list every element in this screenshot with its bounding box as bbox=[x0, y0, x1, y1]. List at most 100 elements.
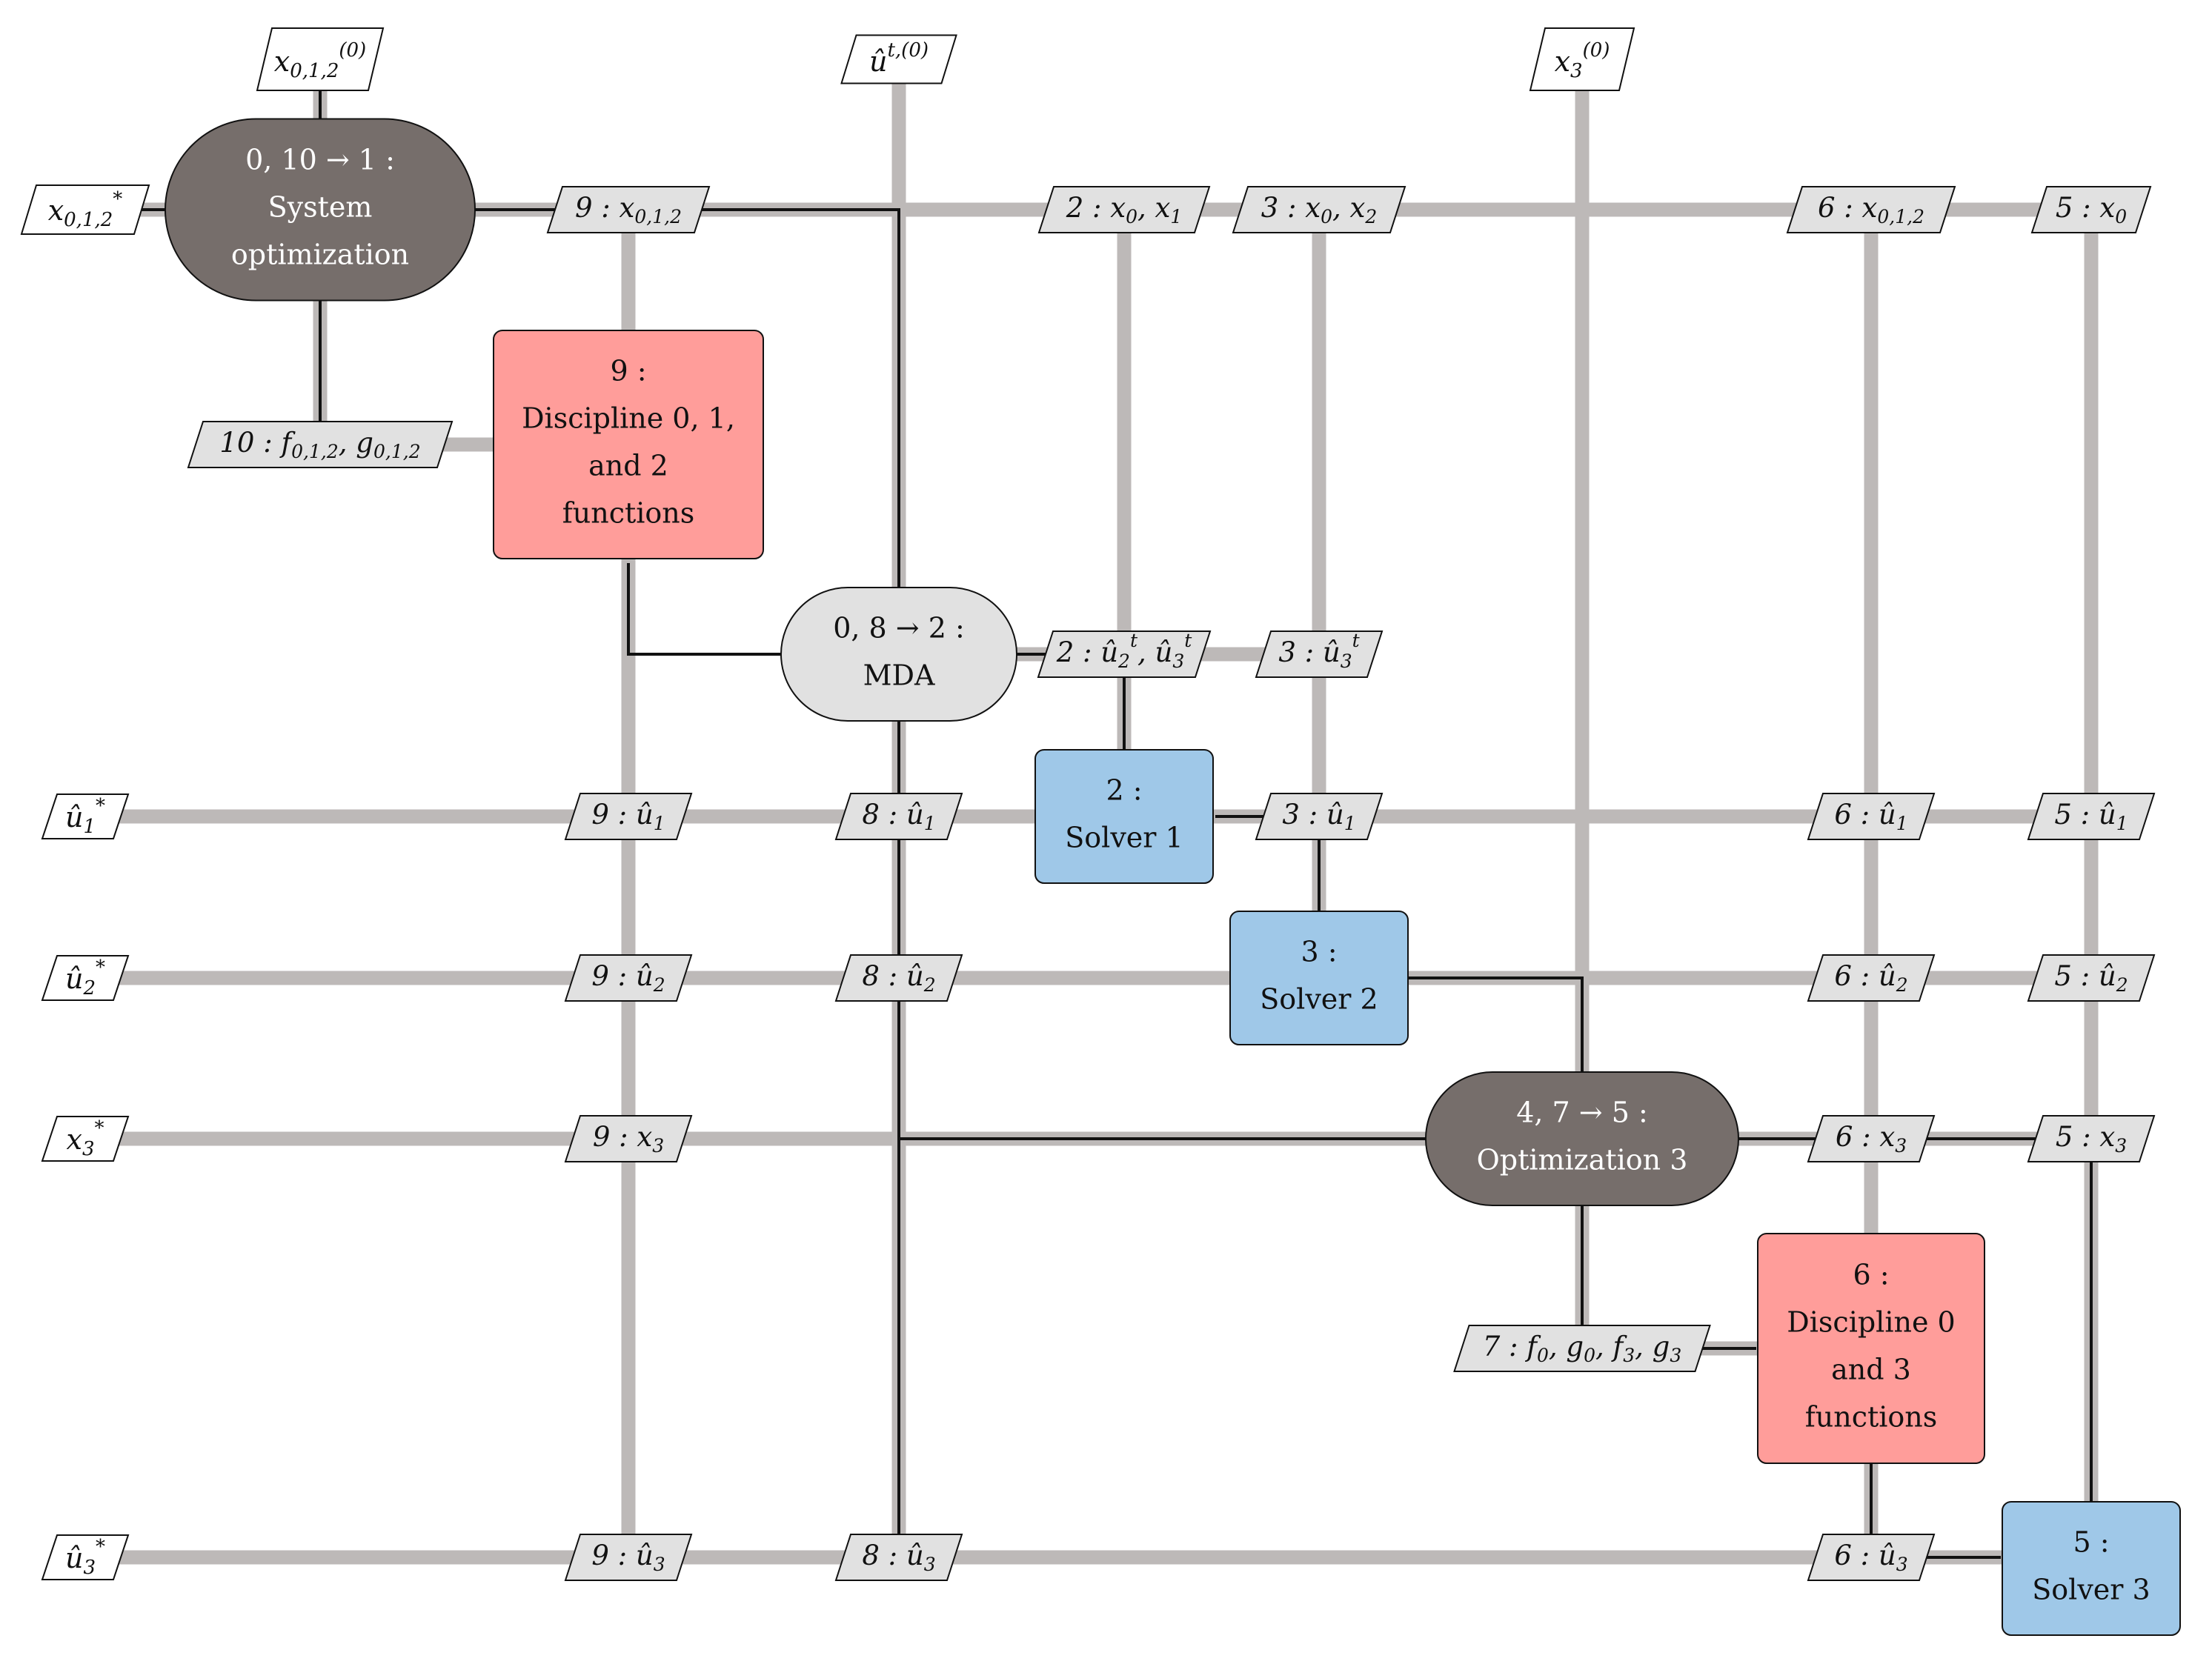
data-label: 6 : û2 bbox=[1834, 960, 1907, 996]
data-block-d_7_fg: 7 : f0, g0, f3, g3 bbox=[1453, 1325, 1711, 1372]
component-label: 0, 8 → 2 : bbox=[833, 612, 965, 645]
data-label: 5 : û1 bbox=[2054, 799, 2128, 834]
component-label: functions bbox=[1805, 1401, 1938, 1434]
data-block-d_5_u2: 5 : û2 bbox=[2027, 954, 2156, 1002]
block-shape bbox=[546, 186, 711, 233]
data-label: 3 : û3t bbox=[1278, 630, 1360, 672]
block-shape bbox=[1255, 630, 1384, 678]
block-shape bbox=[41, 955, 130, 1001]
data-label: 7 : f0, g0, f3, g3 bbox=[1483, 1331, 1682, 1366]
component-box bbox=[1757, 1233, 1985, 1464]
output-label: û3* bbox=[65, 1536, 105, 1579]
component-mda[interactable]: 0, 8 → 2 : MDA bbox=[780, 587, 1017, 722]
output-label: x3* bbox=[67, 1117, 104, 1160]
component-box bbox=[2002, 1501, 2181, 1636]
data-block-d_9_x3: 9 : x3 bbox=[564, 1115, 693, 1162]
output-label: x0,1,2* bbox=[48, 188, 123, 231]
input-label: ût,(0) bbox=[869, 39, 929, 78]
input-label: x3(0) bbox=[1555, 39, 1610, 82]
data-label: 6 : x0,1,2 bbox=[1818, 192, 1924, 227]
data-block-d_5_x0: 5 : x0 bbox=[2030, 186, 2152, 233]
component-label: Solver 2 bbox=[1260, 983, 1378, 1016]
component-box bbox=[165, 118, 476, 302]
component-label: 4, 7 → 5 : bbox=[1516, 1097, 1648, 1129]
data-label: 5 : û2 bbox=[2054, 960, 2128, 996]
data-block-d_9_u3: 9 : û3 bbox=[564, 1534, 693, 1581]
data-label: 9 : x0,1,2 bbox=[575, 192, 682, 227]
block-shape bbox=[834, 1534, 963, 1581]
data-label: 5 : x3 bbox=[2056, 1121, 2127, 1157]
data-block-d_5_u1: 5 : û1 bbox=[2027, 793, 2156, 840]
data-label: 9 : û3 bbox=[591, 1540, 665, 1575]
block-shape bbox=[1529, 27, 1635, 91]
block-shape bbox=[1807, 793, 1936, 840]
output-out_x3: x3* bbox=[41, 1116, 130, 1162]
block-shape bbox=[1255, 793, 1384, 840]
component-label: functions bbox=[562, 497, 695, 530]
data-label: 10 : f0,1,2, g0,1,2 bbox=[219, 427, 420, 462]
block-shape bbox=[564, 1534, 693, 1581]
component-box bbox=[1229, 911, 1409, 1045]
component-label: System bbox=[268, 191, 373, 224]
data-block-d_10_fg: 10 : f0,1,2, g0,1,2 bbox=[187, 421, 454, 468]
component-label: 9 : bbox=[610, 355, 646, 387]
block-shape bbox=[2027, 954, 2156, 1002]
data-block-d_5_x3: 5 : x3 bbox=[2027, 1115, 2156, 1162]
component-sys[interactable]: 0, 10 → 1 : System optimization bbox=[165, 118, 476, 302]
data-block-d_6_u1: 6 : û1 bbox=[1807, 793, 1936, 840]
data-block-d_8_u1: 8 : û1 bbox=[834, 793, 963, 840]
component-label: 3 : bbox=[1301, 936, 1337, 968]
component-label: Optimization 3 bbox=[1477, 1144, 1688, 1177]
component-box bbox=[493, 330, 764, 559]
output-out_x012: x0,1,2* bbox=[20, 184, 150, 235]
data-label: 6 : û1 bbox=[1834, 799, 1907, 834]
block-shape bbox=[564, 954, 693, 1002]
component-solver1[interactable]: 2 :Solver 1 bbox=[1034, 749, 1214, 884]
component-label: and 3 bbox=[1831, 1354, 1911, 1386]
component-label: Solver 3 bbox=[2032, 1574, 2150, 1606]
block-shape bbox=[1037, 630, 1212, 678]
block-shape bbox=[1807, 1534, 1936, 1581]
data-block-d_6_x3: 6 : x3 bbox=[1807, 1115, 1936, 1162]
component-opt3[interactable]: 4, 7 → 5 : Optimization 3 bbox=[1425, 1071, 1739, 1206]
output-out_u1: û1* bbox=[41, 793, 130, 839]
data-label: 9 : û2 bbox=[591, 960, 665, 996]
block-shape bbox=[2030, 186, 2152, 233]
component-box bbox=[1425, 1071, 1739, 1206]
component-box bbox=[780, 587, 1017, 722]
data-label: 6 : x3 bbox=[1836, 1121, 1907, 1157]
component-box bbox=[1034, 749, 1214, 884]
block-shape bbox=[41, 1116, 130, 1162]
data-label: 3 : û1 bbox=[1282, 799, 1355, 834]
data-block-d_9_u1: 9 : û1 bbox=[564, 793, 693, 840]
data-label: 8 : û1 bbox=[862, 799, 935, 834]
input-in_x3: x3(0) bbox=[1529, 27, 1635, 91]
data-label: 3 : x0, x2 bbox=[1261, 192, 1378, 227]
data-block-d_8_u2: 8 : û2 bbox=[834, 954, 963, 1002]
component-label: 0, 10 → 1 : bbox=[245, 144, 395, 176]
data-block-d_3_u1: 3 : û1 bbox=[1255, 793, 1384, 840]
data-block-d_6_u3: 6 : û3 bbox=[1807, 1534, 1936, 1581]
component-label: 6 : bbox=[1853, 1259, 1889, 1291]
process-line bbox=[627, 563, 786, 656]
data-label: 9 : û1 bbox=[591, 799, 665, 834]
output-out_u3: û3* bbox=[41, 1534, 130, 1580]
component-label: 5 : bbox=[2073, 1526, 2109, 1559]
block-shape bbox=[1807, 1115, 1936, 1162]
block-shape bbox=[256, 27, 385, 91]
component-solver3[interactable]: 5 : Solver 3 bbox=[2002, 1501, 2181, 1636]
block-shape bbox=[1807, 954, 1936, 1002]
output-out_u2: û2* bbox=[41, 955, 130, 1001]
output-label: û1* bbox=[65, 795, 105, 838]
component-label: MDA bbox=[863, 659, 935, 692]
block-shape bbox=[564, 1115, 693, 1162]
component-solver2[interactable]: 3 : Solver 2 bbox=[1229, 911, 1409, 1045]
component-label: optimization bbox=[231, 239, 409, 271]
block-shape bbox=[564, 793, 693, 840]
data-label: 8 : û3 bbox=[862, 1540, 935, 1575]
block-shape bbox=[1232, 186, 1406, 233]
input-in_x012: x0,1,2(0) bbox=[256, 27, 385, 91]
data-label: 2 : x0, x1 bbox=[1066, 192, 1183, 227]
